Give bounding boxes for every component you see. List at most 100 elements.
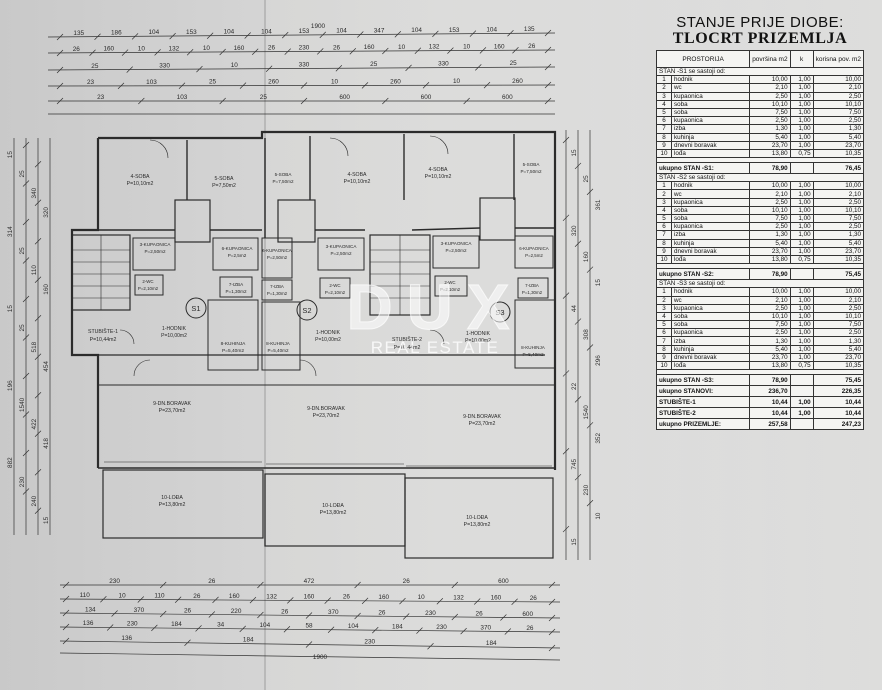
row-useful: 2,50	[812, 91, 865, 101]
dimension-tick	[512, 46, 519, 54]
dimension-label: 104	[336, 28, 347, 35]
row-useful: 23,70	[812, 246, 865, 256]
plan-title: TLOCRT PRIZEMLJA	[672, 30, 848, 47]
row-area: 1,30	[749, 230, 791, 240]
section-heading-row: STAN -S2 se sastoji od:	[656, 173, 864, 183]
dimension-tick	[548, 598, 556, 606]
dimension-label: 23	[87, 79, 95, 86]
dimension-tick	[451, 613, 459, 621]
dimension-tick	[94, 33, 101, 40]
summary-label: ukupno PRIZEMLJE:	[655, 418, 751, 431]
row-room: izba	[670, 124, 751, 134]
room-area: P=10,10m2	[127, 181, 154, 187]
dimension-tick	[544, 46, 552, 54]
row-area: 7,50	[749, 213, 791, 224]
row-room: kupaonica	[670, 197, 751, 207]
summary-area: 10,44	[749, 407, 791, 420]
plan-status-title: STANJE PRIJE DIOBE:	[676, 14, 844, 31]
row-k: 1,00	[789, 222, 814, 232]
row-room: kupaonica	[670, 328, 751, 338]
top-dimension-lines	[47, 32, 556, 115]
apartment-marker-labels: S1 S2 S3	[191, 304, 504, 317]
dimension-tick	[251, 48, 259, 56]
row-useful: 7,50	[812, 320, 865, 330]
dimension-tick	[34, 507, 42, 514]
right-dimension-lines	[565, 130, 591, 560]
room-area: P=7,50m2	[272, 179, 294, 184]
bottom-dimension-ticks	[62, 581, 556, 652]
dimension-tick	[460, 627, 467, 635]
row-useful: 23,70	[812, 140, 865, 150]
row-area: 23,70	[749, 140, 791, 150]
room-area: P=5,40m2	[267, 348, 289, 353]
dimension-label: 104	[486, 26, 497, 33]
dimension-label: 25	[19, 247, 26, 255]
room-name: 4-SOBA	[347, 172, 367, 178]
dimension-label: 160	[234, 45, 245, 52]
summary-useful: 10,44	[812, 396, 865, 409]
dimension-tick	[372, 626, 379, 634]
table-header-row: PROSTORIJA površina m2 k korisna pov. m2	[655, 50, 865, 68]
row-index: 7	[656, 124, 672, 134]
row-area: 2,50	[749, 91, 791, 101]
dimension-label: 10	[595, 512, 602, 520]
dimension-label: 26	[333, 44, 341, 51]
dimension-tick	[507, 30, 514, 37]
dimension-tick	[324, 597, 331, 604]
dimension-tick	[159, 610, 167, 618]
dimension-label: 230	[109, 578, 120, 585]
dimension-tick	[548, 628, 556, 636]
row-useful: 2,50	[812, 222, 865, 232]
dimension-label: 103	[146, 79, 157, 86]
dimension-label: 103	[177, 94, 188, 101]
room-name: 4-SOBA	[428, 167, 448, 173]
dimension-label: 136	[121, 635, 132, 642]
room-area: P=23,70m2	[313, 413, 340, 419]
dimension-label: 10	[418, 594, 426, 601]
row-k: 1,00	[789, 303, 814, 313]
room-area: P=5,40m2	[522, 352, 544, 357]
dimension-label: 518	[31, 341, 38, 352]
row-index: 3	[656, 91, 672, 101]
row-k: 1,00	[789, 181, 814, 191]
dimension-label: 132	[266, 593, 277, 600]
room-area: P=13,80m2	[159, 502, 186, 508]
room-area: P=7,50m2	[520, 169, 542, 174]
dimension-tick	[249, 596, 257, 604]
dimension-label: 110	[80, 592, 91, 599]
total-k	[789, 268, 814, 281]
dimension-tick	[574, 240, 582, 247]
dimension-tick	[405, 64, 412, 72]
row-room: hodnik	[670, 287, 751, 297]
dimension-tick	[174, 596, 182, 603]
dimension-tick	[34, 469, 42, 476]
dimension-label: 370	[134, 607, 145, 614]
row-useful: 10,35	[812, 254, 865, 265]
summary-k	[789, 385, 814, 398]
dimension-tick	[349, 47, 357, 55]
dimension-label: 23	[97, 94, 105, 101]
dimension-tick	[62, 581, 70, 589]
summary-k	[789, 418, 814, 431]
row-area: 10,00	[749, 287, 791, 297]
dimension-label: 104	[348, 623, 359, 630]
row-useful: 2,50	[812, 116, 865, 126]
room-name: 6-KUPAONICA	[262, 248, 292, 253]
row-index: 6	[656, 222, 672, 232]
dimension-tick	[212, 596, 219, 604]
dimension-tick	[22, 295, 30, 303]
dimension-label: 15	[595, 279, 602, 287]
summary-k: 1,00	[789, 407, 814, 420]
row-useful: 2,10	[812, 295, 865, 305]
header-room: PROSTORIJA	[655, 50, 751, 68]
row-index: 10	[656, 254, 672, 265]
left-dimension-lines	[13, 138, 51, 535]
dimension-tick	[511, 598, 518, 606]
